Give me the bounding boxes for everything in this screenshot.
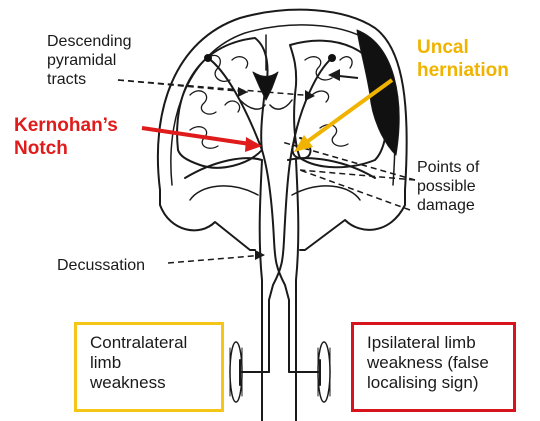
leader-tracts-2 (117, 79, 316, 97)
brainstem (258, 159, 300, 421)
contralateral-box: Contralateral limb weakness (74, 322, 224, 412)
label-points-of-damage: Points of possible damage (417, 159, 480, 214)
cerebellum (189, 185, 361, 201)
left-hemisphere (176, 37, 269, 169)
skull-outline (156, 8, 408, 251)
kernohan-arrow (141, 126, 251, 146)
uncal-arrow (302, 78, 394, 146)
ipsilateral-box: Ipsilateral limb weakness (false localis… (351, 322, 516, 412)
leader-decussation (167, 254, 266, 264)
leader-damage-2 (299, 169, 416, 181)
right-nerve-root (288, 359, 321, 386)
ventricles (252, 71, 279, 101)
right-pyramidal-tract (268, 57, 333, 373)
label-descending-tracts: Descending pyramidal tracts (47, 33, 132, 88)
label-kernohans-notch: Kernohan’s Notch (14, 115, 118, 159)
left-nerve-root (239, 359, 270, 386)
label-uncal-herniation: Uncal herniation (417, 37, 509, 81)
label-decussation: Decussation (57, 257, 146, 274)
tentorium (184, 157, 376, 179)
